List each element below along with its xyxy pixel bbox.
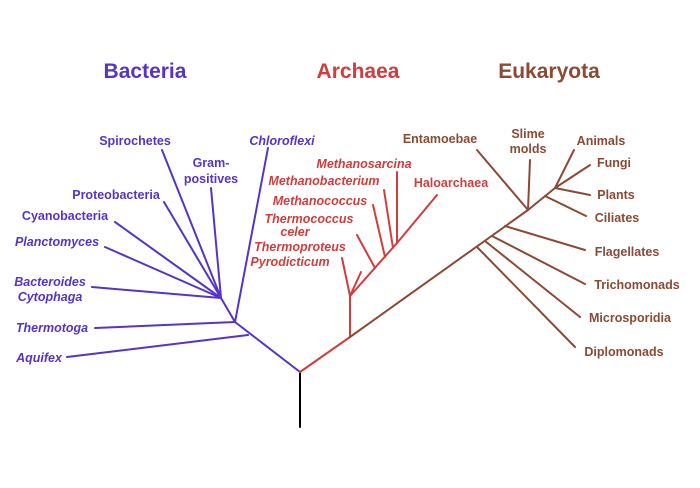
label-fungi: Fungi xyxy=(597,156,631,170)
label-thermococcus-1: Thermococcus xyxy=(265,212,354,226)
label-trichomonads: Trichomonads xyxy=(594,278,679,292)
branch-entamoebae xyxy=(476,149,529,211)
branch-planctomyces xyxy=(104,246,222,299)
branch-gram-positives xyxy=(210,187,222,299)
label-proteobacteria: Proteobacteria xyxy=(72,188,161,202)
archaea-upper-stem xyxy=(349,242,398,297)
label-haloarchaea: Haloarchaea xyxy=(414,176,489,190)
branch-chloroflexi xyxy=(234,147,269,323)
label-gram-positives-2: positives xyxy=(184,172,238,186)
label-animals: Animals xyxy=(577,134,626,148)
bacteria-stem xyxy=(234,321,301,373)
label-chloroflexi: Chloroflexi xyxy=(249,134,315,148)
label-slime-molds-1: Slime xyxy=(511,127,544,141)
eukaryota-stem xyxy=(349,209,529,338)
label-methanobacterium: Methanobacterium xyxy=(268,174,379,188)
label-ciliates: Ciliates xyxy=(595,211,640,225)
label-methanosarcina: Methanosarcina xyxy=(316,157,411,171)
label-spirochetes: Spirochetes xyxy=(99,134,171,148)
branch-thermococcus xyxy=(356,234,376,269)
label-thermotoga: Thermotoga xyxy=(16,321,88,335)
archaea-title: Archaea xyxy=(317,60,400,83)
branch-trichomonads xyxy=(491,235,586,285)
label-diplomonads: Diplomonads xyxy=(584,345,663,359)
branch-methanobacterium xyxy=(383,189,394,249)
label-gram-positives-1: Gram- xyxy=(193,156,230,170)
branch-bacteroides xyxy=(91,286,222,299)
branch-pyrodicticum xyxy=(341,257,351,297)
branch-ciliates xyxy=(544,195,587,217)
label-microsporidia: Microsporidia xyxy=(589,311,672,325)
label-planctomyces: Planctomyces xyxy=(15,235,99,249)
eukaryota-branches xyxy=(349,149,591,348)
label-thermoproteus: Thermoproteus xyxy=(254,240,346,254)
branch-thermotoga xyxy=(94,321,236,329)
label-bacteroides-2: Cytophaga xyxy=(18,290,83,304)
branch-cyanobacteria xyxy=(114,221,222,299)
branch-microsporidia xyxy=(484,240,581,318)
branch-diplomonads xyxy=(476,246,576,348)
label-methanococcus: Methanococcus xyxy=(273,194,368,208)
eukaryota-crown-stem xyxy=(527,187,556,211)
label-slime-molds-2: molds xyxy=(510,142,547,156)
branch-proteobacteria xyxy=(163,201,222,299)
label-aquifex: Aquifex xyxy=(15,351,63,365)
label-entamoebae: Entamoebae xyxy=(403,132,477,146)
label-flagellates: Flagellates xyxy=(595,245,660,259)
bacteria-title: Bacteria xyxy=(104,60,187,83)
bacteria-branches xyxy=(66,147,301,373)
archaea-branches xyxy=(299,171,438,373)
label-bacteroides-1: Bacteroides xyxy=(14,275,86,289)
label-thermococcus-2: celer xyxy=(280,225,310,239)
branch-slime-molds xyxy=(527,159,531,211)
branch-methanococcus xyxy=(372,204,386,258)
branch-haloarchaea xyxy=(396,194,438,244)
branch-aquifex xyxy=(66,334,249,358)
branch-thermoproteus xyxy=(349,271,362,297)
branch-spirochetes xyxy=(161,149,222,299)
archaea-stem xyxy=(299,336,351,373)
branch-flagellates xyxy=(504,225,586,251)
label-pyrodicticum: Pyrodicticum xyxy=(250,255,329,269)
label-cyanobacteria: Cyanobacteria xyxy=(22,209,109,223)
branch-plants xyxy=(554,187,591,196)
bacteria-inner-stem xyxy=(220,297,236,323)
eukaryota-title: Eukaryota xyxy=(498,60,600,83)
branch-animals xyxy=(554,149,575,189)
label-plants: Plants xyxy=(597,188,635,202)
branch-fungi xyxy=(554,164,591,189)
